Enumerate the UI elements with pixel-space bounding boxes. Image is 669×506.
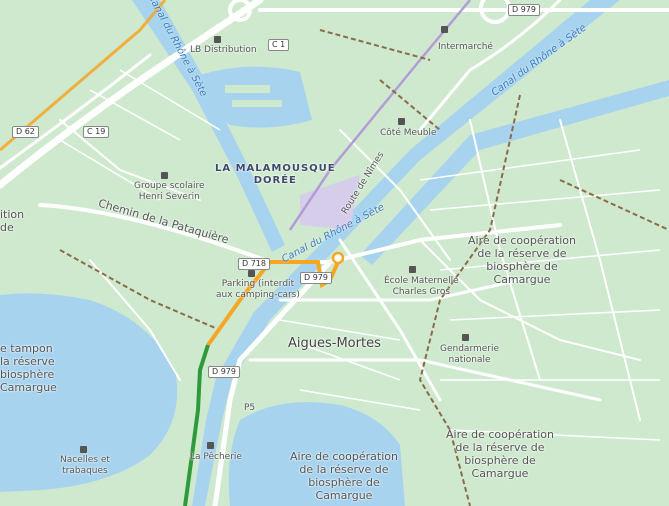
shop-icon[interactable] [398, 118, 405, 125]
district-label: LA MALAMOUSQUE DORÉE [215, 163, 336, 186]
rail-yard [300, 175, 360, 230]
school-icon[interactable] [409, 266, 416, 273]
poi-intermarche[interactable]: Intermarché [438, 42, 493, 52]
route-destination-marker [331, 251, 345, 265]
road-shield-d62: D 62 [12, 126, 39, 138]
road-shield-d979: D 979 [508, 4, 540, 16]
poi-ecole-maternelle[interactable]: École Maternelle Charles Gros [384, 276, 459, 297]
canal-east [360, 80, 669, 265]
poi-pecherie[interactable]: La Pêcherie [190, 452, 242, 462]
poi-groupe-scolaire[interactable]: Groupe scolaire Henri Severin [134, 181, 205, 202]
poi-cote-meuble[interactable]: Côté Meuble [380, 128, 437, 138]
area-label: Aire de coopération de la réserve de bio… [290, 450, 398, 502]
road-shield-d979: D 979 [208, 366, 240, 378]
town-label: Aigues-Mortes [288, 336, 381, 351]
route-orange [0, 0, 167, 152]
parking-icon[interactable] [248, 270, 255, 277]
poi-p5: P5 [244, 403, 256, 413]
road-shield-c1: C 1 [268, 39, 290, 51]
canal-branch [132, 0, 285, 252]
road-shield-d979: D 979 [300, 272, 332, 284]
police-icon[interactable] [462, 334, 469, 341]
school-icon[interactable] [161, 172, 168, 179]
marina [200, 66, 312, 128]
poi-lb-distribution[interactable]: LB Distribution [190, 45, 257, 55]
bus-stop-icon[interactable] [207, 442, 214, 449]
road-shield-c19: C 19 [83, 126, 110, 138]
area-label: Aire de coopération de la réserve de bio… [446, 428, 554, 480]
area-label: Aire de coopération de la réserve de bio… [468, 234, 576, 286]
poi-nacelles[interactable]: Nacelles et trabaques [60, 455, 110, 476]
route-green [183, 344, 210, 506]
poi-gendarmerie[interactable]: Gendarmerie nationale [440, 344, 500, 365]
area-label: e tampon la réserve biosphère Camargue [0, 342, 57, 394]
fuel-icon[interactable] [441, 26, 448, 33]
poi-parking[interactable]: Parking (interdit aux camping-cars) [216, 279, 300, 300]
shop-icon[interactable] [214, 36, 221, 43]
road-shield-d718: D 718 [238, 258, 270, 270]
tower-icon[interactable] [80, 446, 87, 453]
lagoon-left [0, 293, 178, 492]
area-label: ition de [0, 208, 25, 234]
lagoon-bottom [228, 402, 405, 506]
